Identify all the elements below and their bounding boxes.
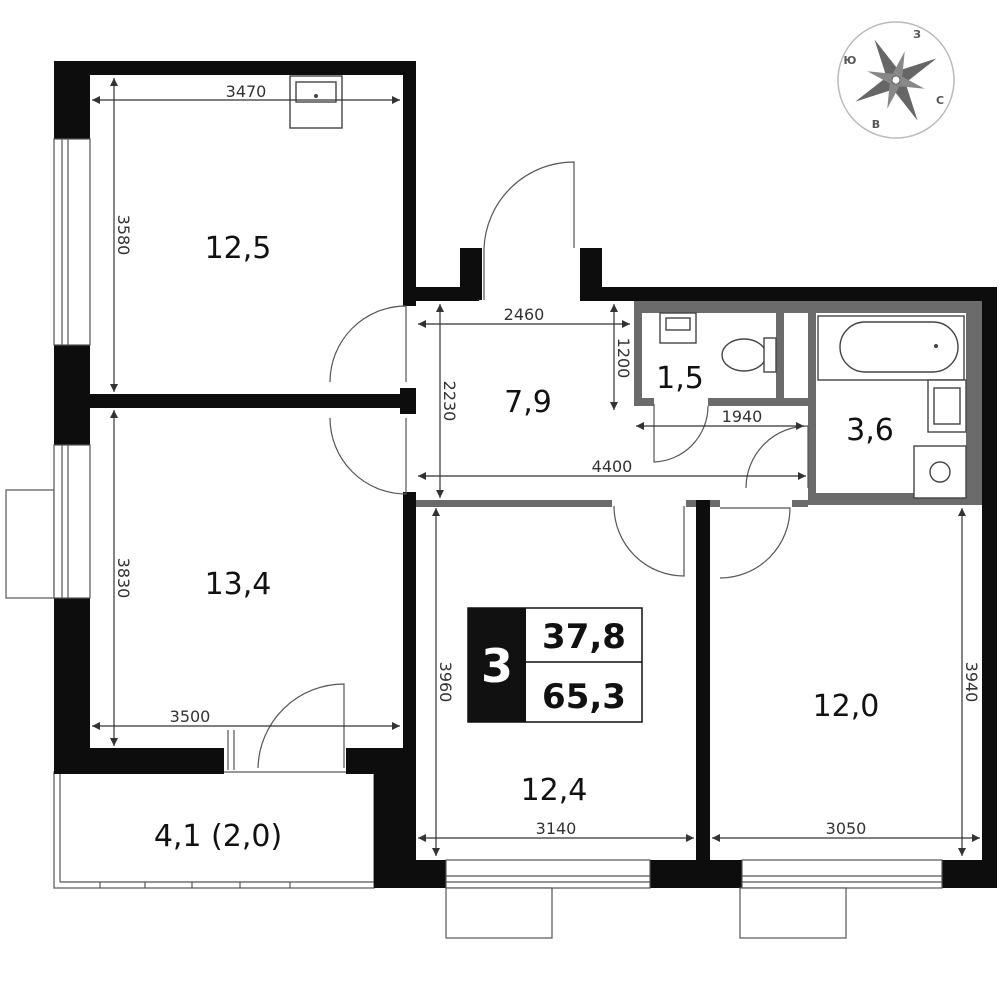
- dim-top-left-height: 3580: [114, 215, 133, 256]
- summary-badge: 3 37,8 65,3: [467, 607, 643, 723]
- dim-middle-left-height: 3830: [114, 558, 133, 599]
- bottom-windows: [445, 859, 943, 939]
- dim-middle-left-width: 3500: [170, 707, 211, 726]
- area-room-middle-left: 13,4: [205, 567, 272, 602]
- ac-unit-box: [5, 489, 55, 599]
- dim-bottom-middle-width: 3140: [536, 819, 577, 838]
- dim-bottom-middle-height: 3960: [436, 662, 455, 703]
- wet-zone-walls: [416, 301, 982, 507]
- area-bathroom: 3,6: [846, 413, 894, 448]
- area-room-top-left: 12,5: [205, 231, 272, 266]
- living-area: 37,8: [542, 617, 626, 657]
- dim-corridor-width: 4400: [592, 457, 633, 476]
- dim-hall-width: 2460: [504, 305, 545, 324]
- area-hallway: 7,9: [504, 385, 552, 420]
- left-windows: [53, 138, 91, 599]
- compass-letter-z: З: [913, 28, 921, 41]
- fixtures: [289, 75, 967, 499]
- area-toilet: 1,5: [656, 361, 704, 396]
- compass-letter-v: В: [872, 118, 880, 131]
- toilet-icon: [721, 337, 777, 373]
- room-count: 3: [481, 639, 513, 693]
- dim-bottom-right-height: 3940: [962, 662, 981, 703]
- dim-toilet-depth: 1200: [614, 338, 633, 379]
- total-area: 65,3: [542, 677, 626, 717]
- compass-icon: З Ю С В: [837, 21, 955, 139]
- dim-bottom-right-width: 3050: [826, 819, 867, 838]
- dim-toilet-width: 1940: [722, 407, 763, 426]
- area-room-bottom-middle: 12,4: [521, 773, 588, 808]
- washing-machine-icon: [913, 445, 967, 499]
- area-room-bottom-right: 12,0: [813, 689, 880, 724]
- dim-hall-height: 2230: [440, 381, 459, 422]
- compass-letter-s: С: [936, 94, 944, 107]
- bathtub-icon: [817, 315, 965, 381]
- area-loggia: 4,1 (2,0): [154, 819, 282, 854]
- walls: [54, 61, 997, 888]
- compass-letter-yu: Ю: [844, 54, 857, 67]
- dim-top-left-width: 3470: [226, 82, 267, 101]
- dimension-lines: [92, 78, 980, 856]
